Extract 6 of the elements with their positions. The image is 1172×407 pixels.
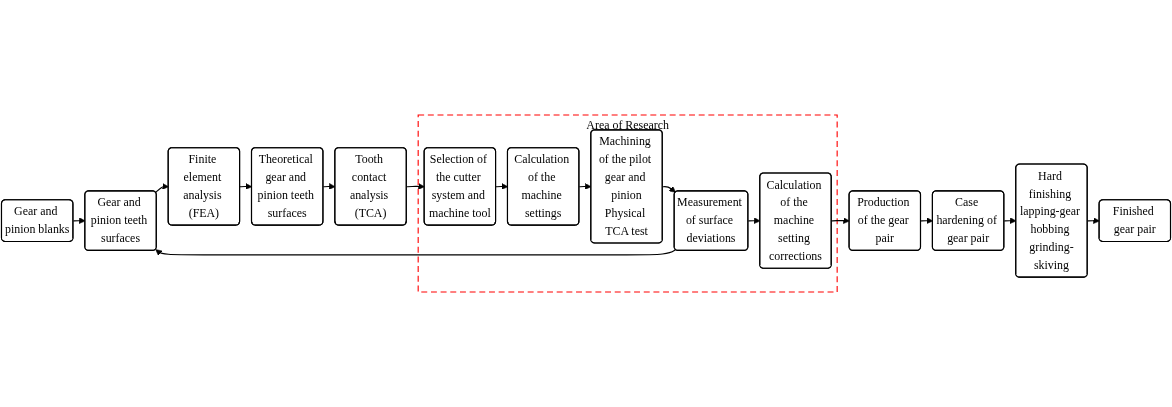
arrow	[406, 183, 425, 190]
arrow	[831, 217, 850, 224]
arrow	[155, 183, 169, 193]
arrow	[662, 186, 676, 193]
arrow	[155, 249, 677, 256]
arrow	[1087, 217, 1100, 224]
